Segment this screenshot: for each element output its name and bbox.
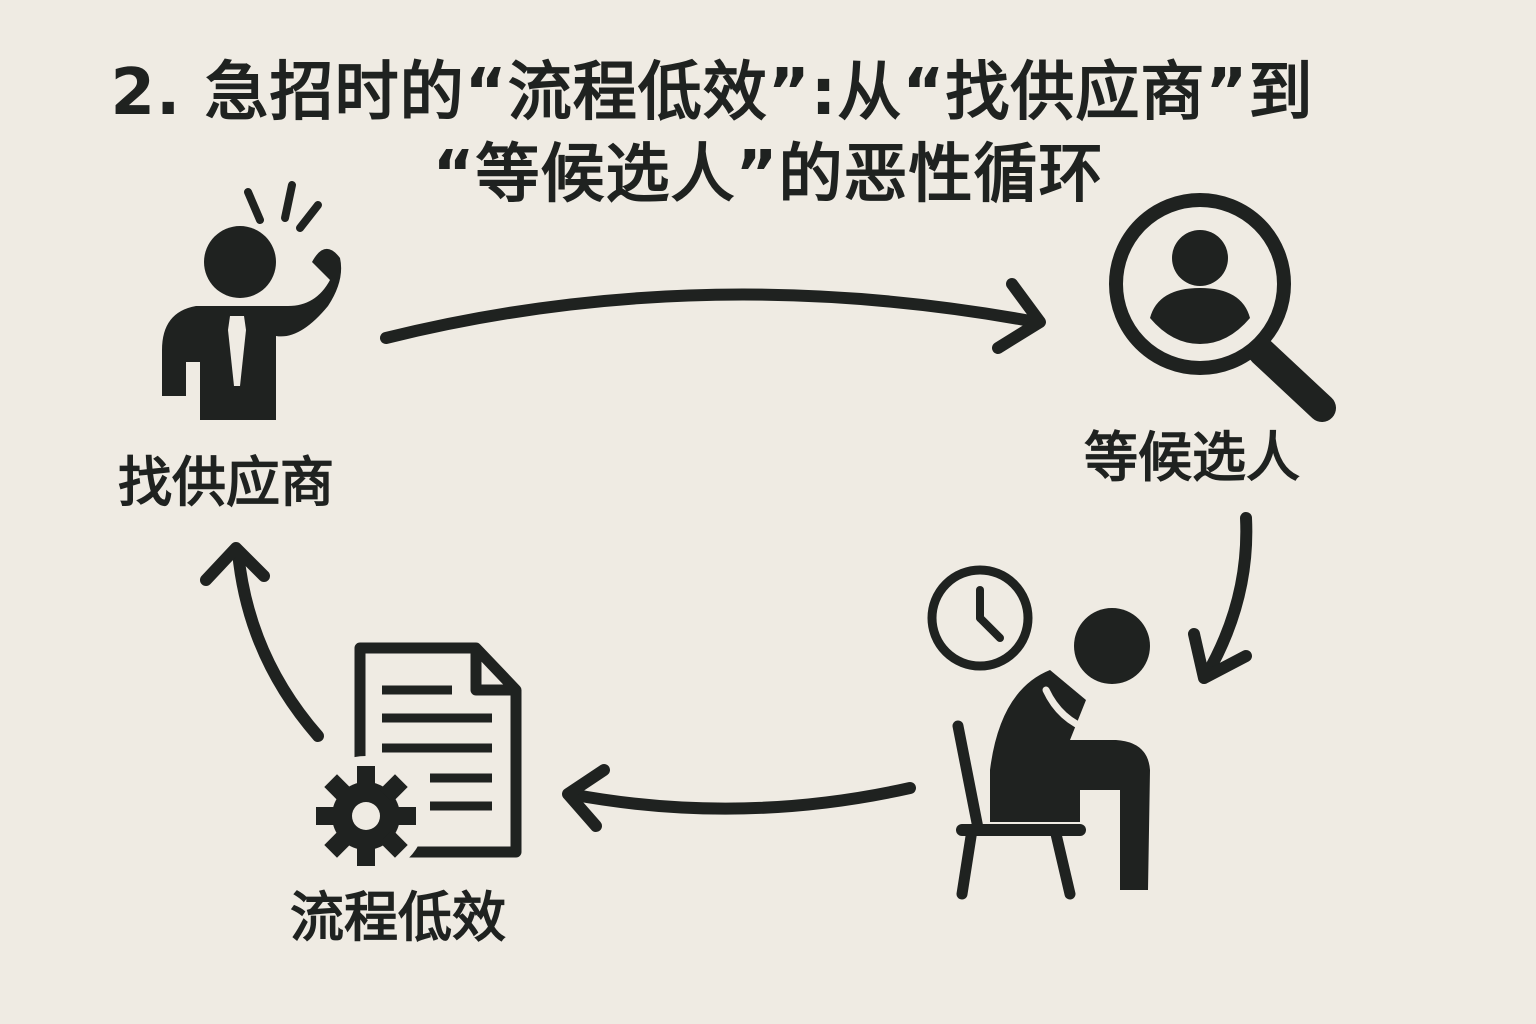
arrow-supplier-to-waiting <box>380 278 1046 354</box>
arrow-idle-to-process <box>562 764 916 832</box>
arrow-process-to-supplier <box>200 542 324 742</box>
candidate-search-icon <box>1109 193 1336 422</box>
node-label-waiting: 等候选人 <box>1084 426 1300 489</box>
title-line-2: “等候选人”的恶性循环 <box>432 138 1104 212</box>
title-line-1: 2. 急招时的“流程低效”:从“找供应商”到 <box>110 56 1314 130</box>
diagram-title: 2. 急招时的“流程低效”:从“找供应商”到 “等候选人”的恶性循环 <box>0 52 1536 216</box>
node-label-supplier: 找供应商 <box>118 451 334 514</box>
node-label-process: 流程低效 <box>290 886 506 949</box>
waiting-person-clock-icon <box>927 565 1150 900</box>
stressed-businessman-icon <box>162 181 342 420</box>
arrow-waiting-to-idle <box>1188 512 1253 684</box>
document-gear-icon <box>306 642 522 876</box>
